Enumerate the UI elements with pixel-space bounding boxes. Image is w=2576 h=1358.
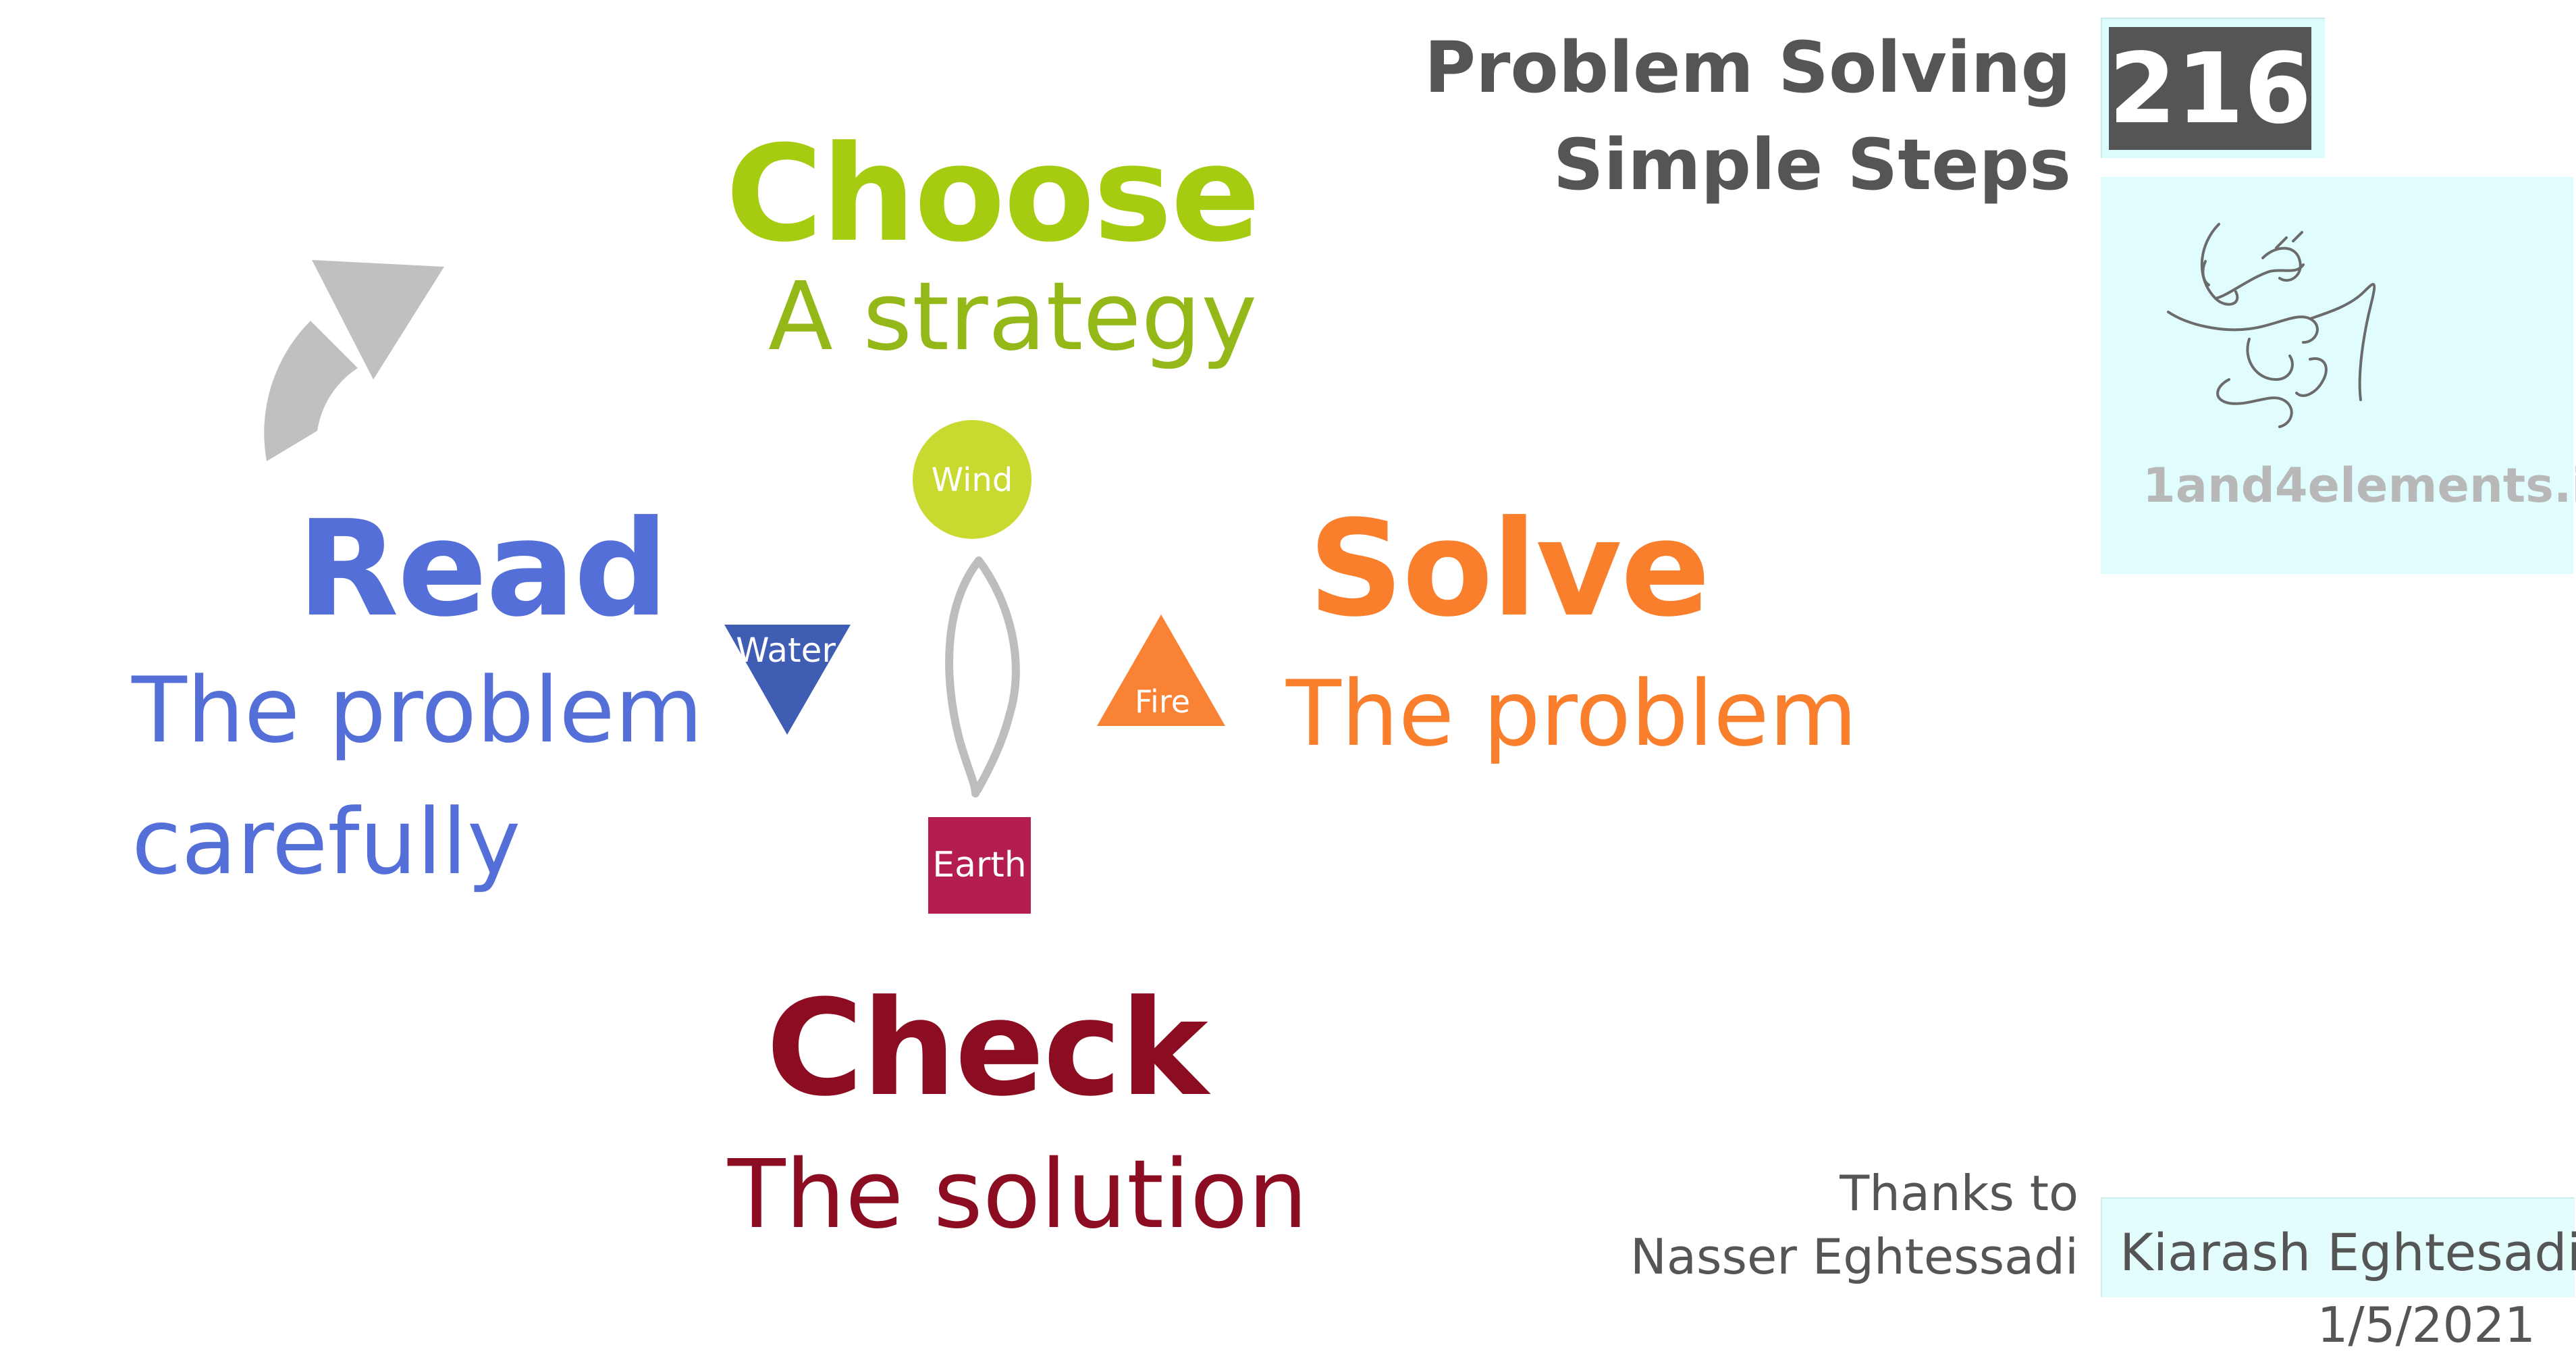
- wind-label: Wind: [932, 461, 1013, 499]
- header-title-line1: Problem Solving: [1424, 26, 2071, 109]
- site-url: 1and4elements.ir: [2143, 458, 2576, 513]
- solve-subtitle: The problem: [1286, 661, 1858, 766]
- read-title: Read: [297, 492, 668, 646]
- check-title: Check: [766, 972, 1208, 1126]
- earth-label: Earth: [932, 845, 1026, 885]
- header-title: Problem Solving Simple Steps: [1424, 19, 2071, 213]
- water-element-icon: Water: [724, 625, 851, 735]
- check-subtitle: The solution: [728, 1140, 1308, 1250]
- number-box: 216: [2101, 18, 2325, 158]
- date-text: 1/5/2021: [2317, 1297, 2535, 1353]
- number-badge: 216: [2109, 27, 2311, 150]
- wind-element-icon: Wind: [913, 420, 1031, 539]
- thanks-line2: Nasser Eghtessadi: [1630, 1228, 2078, 1285]
- author-box: Kiarash Eghtesadi: [2101, 1197, 2576, 1297]
- thanks-text: Thanks to Nasser Eghtessadi: [1630, 1161, 2078, 1288]
- author-name: Kiarash Eghtesadi: [2120, 1222, 2576, 1282]
- logo-panel: 1and4elements.ir: [2101, 177, 2576, 574]
- flame-icon: [945, 556, 1020, 798]
- water-label: Water: [736, 631, 836, 670]
- fire-label: Fire: [1135, 683, 1190, 720]
- choose-subtitle: A strategy: [768, 262, 1258, 372]
- curved-arrow-icon: [264, 260, 444, 461]
- header-title-line2: Simple Steps: [1553, 124, 2071, 206]
- solve-title: Solve: [1308, 492, 1711, 646]
- fire-element-icon: Fire: [1097, 615, 1225, 726]
- thanks-line1: Thanks to: [1840, 1165, 2078, 1222]
- choose-title: Choose: [726, 117, 1260, 271]
- read-subtitle-line2: carefully: [132, 789, 521, 895]
- earth-element-icon: Earth: [928, 817, 1031, 914]
- read-subtitle-line1: The problem: [132, 658, 703, 763]
- calligraphy-logo-icon: [2167, 223, 2376, 428]
